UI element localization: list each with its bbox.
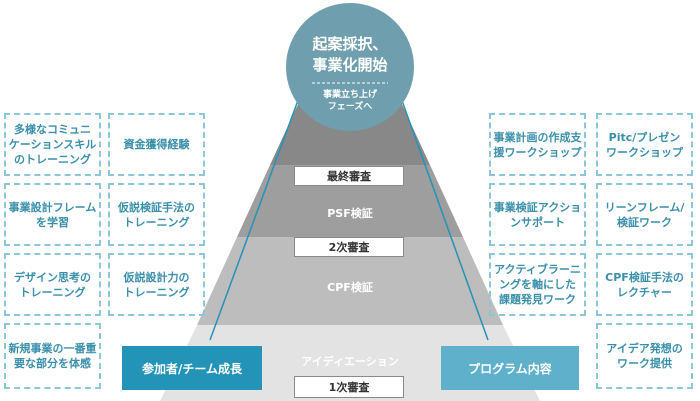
pyramid-band-cpf xyxy=(197,237,503,325)
final-review-label: 最終審査 xyxy=(294,166,404,186)
right-item-action-support: 事業検証アクショ ンサポート xyxy=(489,183,586,246)
right-item-business-plan: 事業計画の作成支 援ワークショップ xyxy=(489,113,586,176)
left-item-experience: 新規事業の一番重 要な部分を体感 xyxy=(4,323,101,389)
first-review-label: 1次審査 xyxy=(294,376,404,398)
program-content-header: プログラム内容 xyxy=(441,346,579,390)
psf-stage-label: PSF検証 xyxy=(327,207,373,220)
growth-arrow-line xyxy=(209,83,305,341)
left-item-funding: 資金獲得経験 xyxy=(108,113,205,176)
left-item-business-frame: 事業設計フレーム を学習 xyxy=(4,183,101,246)
left-item-communication: 多様なコミュニ ケーションスキル のトレーニング xyxy=(4,113,101,176)
left-item-hypothesis-design: 仮説設計力の トレーニング xyxy=(108,253,205,316)
program-arrow-line xyxy=(395,83,489,341)
right-item-lean-frame: リーンフレーム/ 検証ワーク xyxy=(596,183,693,246)
goal-subtitle: 事業立ち上げ フェーズへ xyxy=(322,90,377,112)
goal-title: 起案採択、 事業化開始 xyxy=(312,35,388,74)
left-item-hypothesis-testing: 仮説検証手法の トレーニング xyxy=(108,183,205,246)
right-item-idea-work: アイデア発想の ワーク提供 xyxy=(596,323,693,389)
pyramid-band-psf xyxy=(237,165,463,237)
ideation-stage-label: アイディエーション xyxy=(301,355,399,368)
left-item-design-thinking: デザイン思考の トレーニング xyxy=(4,253,101,316)
right-item-active-learning: アクティブラーニ ングを軸にした 課題発見ワーク xyxy=(489,253,586,316)
goal-circle xyxy=(286,3,414,131)
cpf-stage-label: CPF検証 xyxy=(327,281,373,294)
right-item-pitch: Pitc/プレゼン ワークショップ xyxy=(596,113,693,176)
right-item-cpf-lecture: CPF検証手法の レクチャー xyxy=(596,253,693,316)
second-review-label: 2次審査 xyxy=(294,237,404,257)
participant-growth-header: 参加者/チーム成長 xyxy=(122,346,262,390)
